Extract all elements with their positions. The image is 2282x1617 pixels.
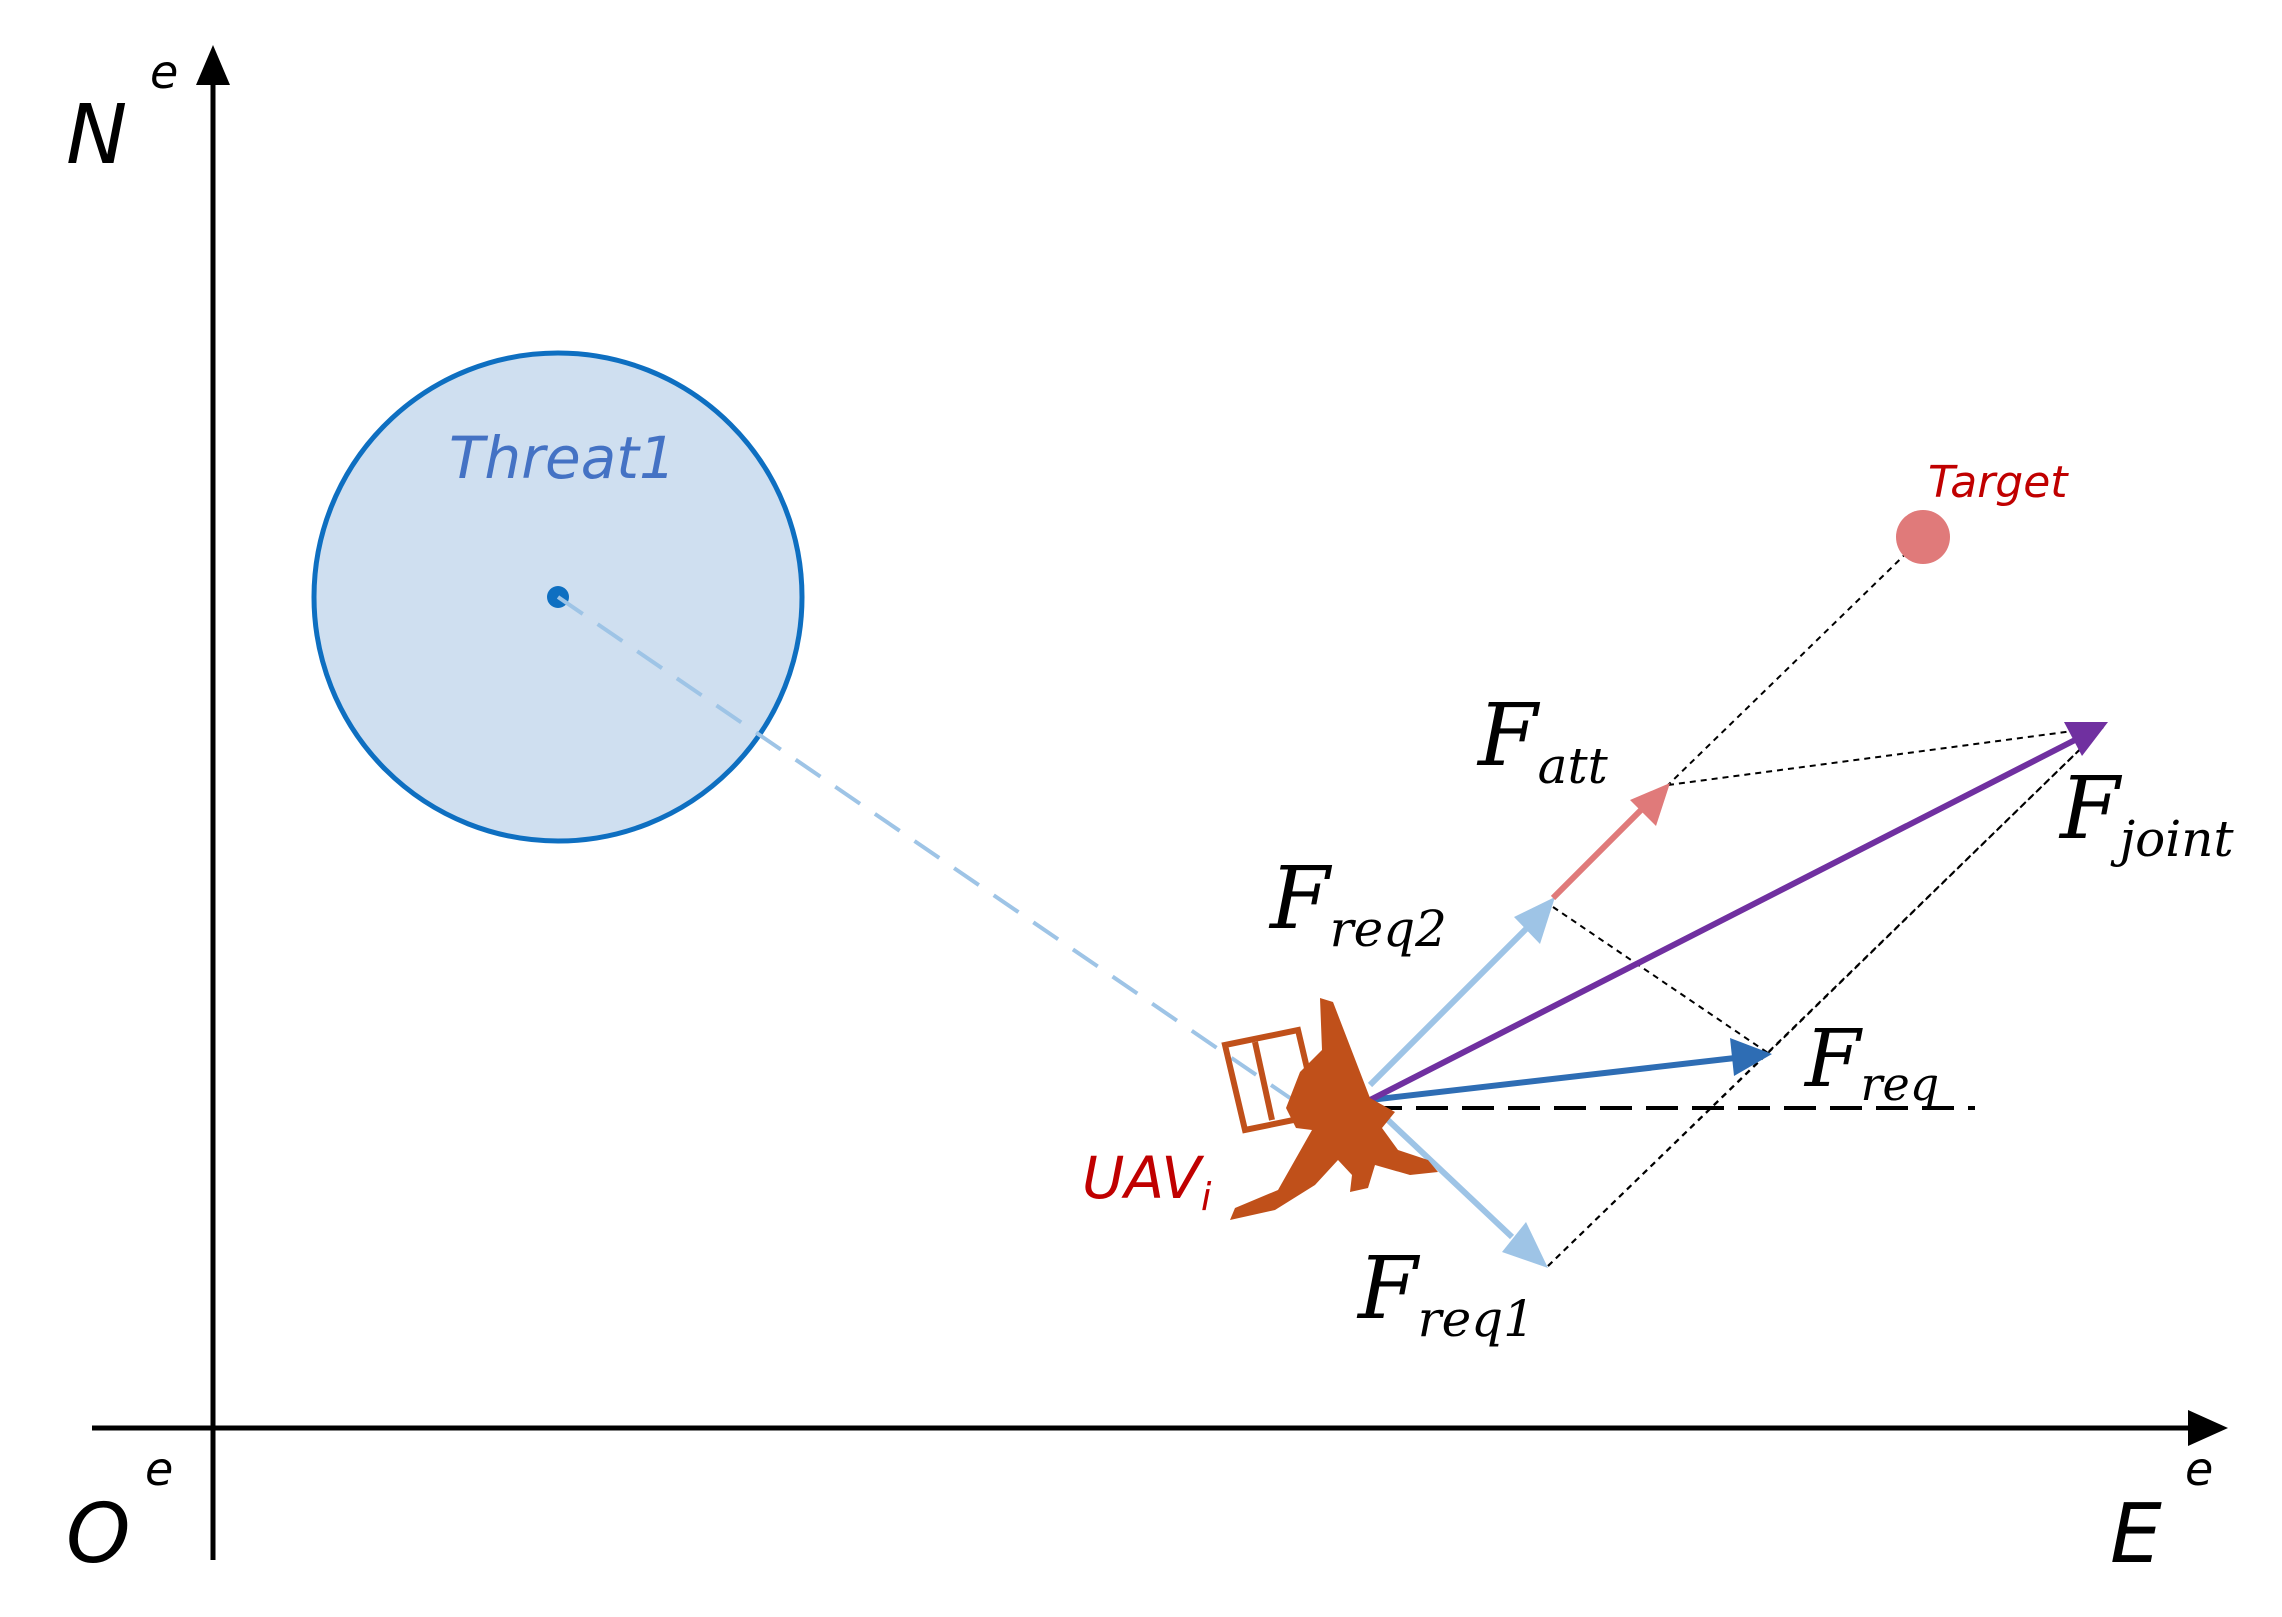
f-req1-label: Freq1: [1356, 1239, 1535, 1348]
f-req1-vector: [1369, 1102, 1515, 1240]
req2-to-req-line: [1552, 906, 1769, 1054]
f-req2-label: Freq2: [1268, 849, 1447, 958]
force-vectors: [1367, 722, 2108, 1268]
force-labels: Fatt Freq2 Freq1 Freq Fjoint: [1268, 686, 2234, 1348]
f-att-subscript: att: [1538, 737, 1609, 795]
f-req-label: Freq: [1803, 1012, 1939, 1111]
uav-label-main: UAV: [1082, 1144, 1205, 1212]
f-joint-subscript: joint: [2110, 810, 2235, 868]
f-joint-symbol: F: [2058, 759, 2123, 859]
f-req2-subscript: req2: [1330, 900, 1447, 958]
uav-label-subscript: i: [1201, 1175, 1212, 1219]
uav-label: UAVi: [1082, 1144, 1212, 1219]
target-marker: [1896, 510, 1950, 564]
north-axis-arrowhead: [196, 45, 230, 85]
north-axis-label: N: [66, 88, 127, 183]
req1-to-joint-line: [1547, 726, 2104, 1267]
east-axis-arrowhead: [2188, 1410, 2228, 1446]
uav: UAVi: [1082, 998, 1438, 1220]
f-req-subscript: req: [1861, 1057, 1940, 1111]
origin-label: O: [66, 1487, 131, 1582]
f-req1-symbol: F: [1356, 1239, 1421, 1339]
att-to-joint-line: [1667, 726, 2104, 786]
f-att-vector: [1550, 805, 1646, 901]
f-att-label: Fatt: [1476, 686, 1609, 795]
f-req2-arrowhead: [1514, 897, 1555, 944]
f-req-vector: [1369, 1055, 1736, 1103]
north-axis-superscript: e: [150, 45, 178, 99]
f-req2-symbol: F: [1268, 849, 1333, 949]
f-req1-arrowhead: [1502, 1222, 1548, 1268]
f-joint-vector: [1368, 737, 2077, 1103]
f-req1-subscript: req1: [1418, 1290, 1535, 1348]
threat-to-uav-dashed-line: [556, 595, 1292, 1100]
construction-lines: [1547, 536, 2104, 1267]
uav-aircraft-icon: [1230, 998, 1438, 1220]
f-att-arrowhead: [1630, 783, 1670, 826]
east-axis-label: E: [2110, 1487, 2162, 1582]
east-axis-superscript: e: [2185, 1442, 2213, 1496]
axes: [92, 45, 2228, 1560]
target: Target: [1896, 457, 2069, 564]
f-att-symbol: F: [1476, 686, 1541, 786]
origin-superscript: e: [145, 1442, 173, 1496]
threat-label: Threat1: [449, 424, 676, 492]
f-req-symbol: F: [1803, 1012, 1863, 1105]
f-joint-arrowhead: [2064, 722, 2108, 756]
target-label: Target: [1928, 457, 2069, 508]
f-req2-vector: [1367, 922, 1533, 1088]
f-joint-label: Fjoint: [2058, 759, 2234, 868]
f-req-arrowhead: [1730, 1038, 1772, 1076]
target-to-att-line: [1667, 536, 1924, 786]
